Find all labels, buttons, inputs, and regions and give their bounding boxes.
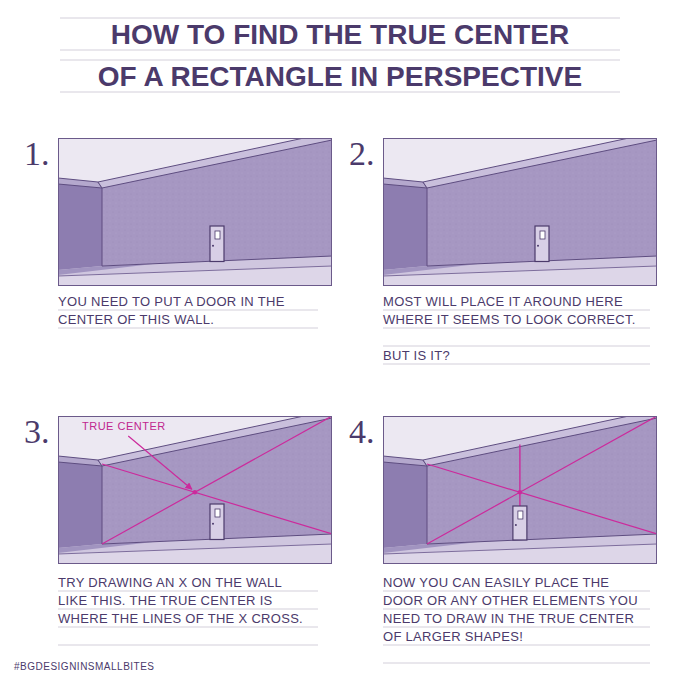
ruled-line	[58, 627, 318, 628]
ruled-line	[58, 328, 318, 329]
center-point	[518, 490, 522, 494]
side-coping	[383, 456, 427, 466]
panel-illustration	[58, 410, 332, 564]
door-leaf	[210, 226, 224, 262]
ruled-lines	[58, 18, 650, 663]
door	[513, 506, 527, 540]
door-knob	[212, 523, 214, 525]
callout-label: TRUE CENTER	[80, 420, 168, 433]
step-number: 1.	[24, 134, 50, 174]
ruled-line	[383, 310, 650, 311]
wall-corner	[102, 466, 103, 544]
door	[210, 226, 224, 262]
ruled-line	[383, 627, 650, 628]
caption: TRY DRAWING AN X ON THE WALL LIKE THIS. …	[58, 574, 314, 628]
ruled-line	[383, 364, 650, 365]
side-wall	[383, 182, 427, 270]
door-window	[215, 509, 220, 517]
panel-frame	[59, 139, 332, 286]
center-point	[193, 490, 197, 494]
wall-coping	[423, 132, 657, 188]
wall-corner	[102, 188, 103, 266]
ruled-line	[383, 609, 650, 610]
sky	[383, 138, 657, 286]
panel-frame	[384, 139, 657, 286]
door-leaf	[535, 226, 549, 262]
step-number: 2.	[349, 134, 375, 174]
leader-line	[128, 436, 192, 489]
side-coping	[58, 456, 102, 466]
ruled-line	[58, 609, 318, 610]
panel-frame	[384, 417, 657, 564]
door-window	[540, 231, 545, 239]
door-leaf	[513, 506, 527, 540]
sky	[58, 138, 332, 286]
ruled-line	[60, 18, 620, 19]
panel-illustration	[383, 132, 657, 286]
diagonal-line	[427, 464, 657, 534]
door-leaf	[210, 504, 224, 540]
caption: MOST WILL PLACE IT AROUND HERE WHERE IT …	[383, 293, 653, 329]
step-number: 3.	[24, 412, 50, 452]
ruled-line	[383, 591, 650, 592]
side-coping	[383, 178, 427, 188]
step-number: 4.	[349, 412, 375, 452]
sky	[383, 416, 657, 564]
door-window	[518, 511, 523, 519]
side-wall	[383, 460, 427, 548]
panel-illustration	[58, 132, 332, 286]
wall-corner	[427, 466, 428, 544]
wall-corner	[427, 188, 428, 266]
door	[535, 226, 549, 262]
door-knob	[515, 524, 517, 526]
title: HOW TO FIND THE TRUE CENTER OF A RECTANG…	[95, 14, 585, 98]
caption: YOU NEED TO PUT A DOOR IN THE CENTER OF …	[58, 293, 320, 329]
caption: BUT IS IT?	[383, 347, 450, 365]
hashtag: #BGDESIGNINSMALLBITES	[14, 660, 155, 674]
caption: NOW YOU CAN EASILY PLACE THE DOOR OR ANY…	[383, 574, 645, 646]
side-wall	[58, 182, 102, 270]
ruled-line	[58, 591, 318, 592]
ruled-line	[383, 346, 650, 347]
side-wall	[58, 460, 102, 548]
ruled-line	[58, 645, 318, 646]
panel-illustration	[383, 410, 657, 564]
ruled-line	[58, 310, 318, 311]
ruled-line	[383, 663, 650, 664]
door-window	[215, 231, 220, 239]
door-knob	[537, 245, 539, 247]
door-knob	[212, 245, 214, 247]
wall-base	[427, 534, 657, 544]
panel-frame	[59, 417, 332, 564]
diagonal-line	[102, 416, 332, 544]
sky	[58, 416, 332, 564]
wall-coping	[98, 132, 332, 188]
diagonal-line	[427, 416, 657, 544]
ruled-line	[60, 60, 620, 61]
ruled-line	[383, 328, 650, 329]
side-coping	[58, 178, 102, 188]
door	[210, 504, 224, 540]
ruled-line	[383, 645, 650, 646]
wall-coping	[423, 410, 657, 466]
wall-coping	[98, 410, 332, 466]
